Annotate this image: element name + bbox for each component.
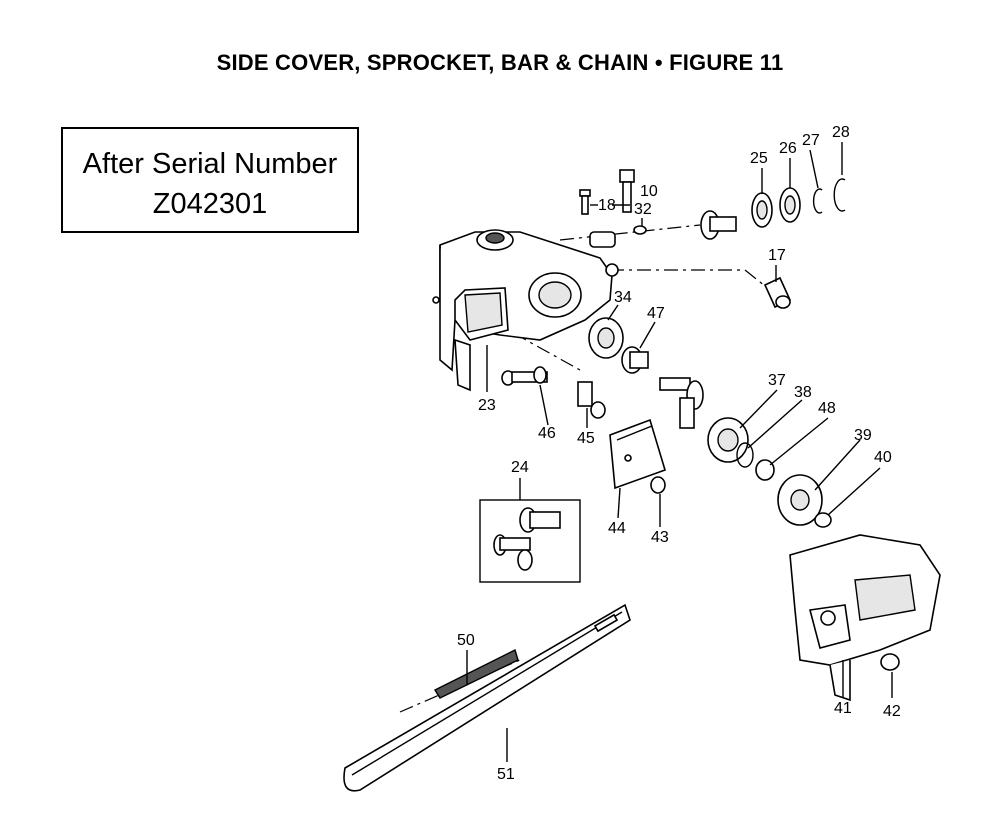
page-title: SIDE COVER, SPROCKET, BAR & CHAIN • FIGU… bbox=[216, 50, 784, 75]
leader-27 bbox=[809, 149, 819, 189]
snap-ring-27 bbox=[812, 188, 823, 214]
callout-26: 26 bbox=[779, 140, 797, 157]
serial-number-box: After Serial Number Z042301 bbox=[61, 127, 359, 233]
callout-51: 51 bbox=[497, 766, 515, 783]
nut-42 bbox=[880, 653, 900, 671]
callout-18: 18 bbox=[598, 197, 616, 214]
bar-plate-44 bbox=[609, 418, 666, 490]
leader-38 bbox=[747, 399, 803, 449]
callout-39: 39 bbox=[854, 427, 872, 444]
callout-38: 38 bbox=[794, 384, 812, 401]
kit-24-box bbox=[479, 499, 581, 583]
nut-43 bbox=[650, 476, 666, 494]
callout-46: 46 bbox=[538, 425, 556, 442]
side-cover-41 bbox=[789, 534, 941, 702]
callout-41: 41 bbox=[834, 700, 852, 717]
callout-25: 25 bbox=[750, 150, 768, 167]
leader-44 bbox=[617, 487, 621, 519]
drive-shaft-upper bbox=[700, 210, 737, 240]
callout-37: 37 bbox=[768, 372, 786, 389]
bushing-47 bbox=[621, 346, 649, 374]
leader-37 bbox=[739, 389, 778, 429]
callout-10: 10 bbox=[640, 183, 658, 200]
callout-40: 40 bbox=[874, 449, 892, 466]
callout-27: 27 bbox=[802, 132, 820, 149]
leader-48 bbox=[769, 417, 829, 466]
axis-line-lower bbox=[489, 319, 581, 371]
bearing-34 bbox=[588, 317, 624, 359]
sprocket-39 bbox=[777, 474, 823, 526]
callout-23: 23 bbox=[478, 397, 496, 414]
leader-46 bbox=[539, 384, 549, 426]
callout-45: 45 bbox=[577, 430, 595, 447]
bearing-26 bbox=[779, 187, 801, 223]
washer-32 bbox=[633, 225, 647, 235]
leader-40 bbox=[827, 467, 881, 516]
guide-bar-51 bbox=[343, 603, 631, 792]
callout-44: 44 bbox=[608, 520, 626, 537]
clutch-drum-37 bbox=[707, 417, 749, 463]
ring-38 bbox=[736, 442, 754, 468]
callout-34: 34 bbox=[614, 289, 632, 306]
leader-34 bbox=[607, 304, 619, 321]
saw-chain-50 bbox=[433, 649, 519, 699]
callout-32: 32 bbox=[634, 201, 652, 218]
callout-47: 47 bbox=[647, 305, 665, 322]
axis-line-upper bbox=[559, 224, 701, 241]
pin-45 bbox=[577, 381, 606, 419]
callout-43: 43 bbox=[651, 529, 669, 546]
callout-48: 48 bbox=[818, 400, 836, 417]
bolt-10 bbox=[619, 169, 635, 213]
axis-line-17 bbox=[610, 269, 771, 291]
bolt-18 bbox=[579, 189, 591, 215]
bolt-17 bbox=[763, 276, 792, 309]
bearing-25 bbox=[751, 192, 773, 228]
callout-42: 42 bbox=[883, 703, 901, 720]
snap-ring-28 bbox=[833, 178, 846, 212]
sprocket-shaft bbox=[659, 377, 704, 429]
leader-47 bbox=[639, 321, 656, 349]
callout-24: 24 bbox=[511, 459, 529, 476]
bolt-46 bbox=[501, 366, 548, 386]
callout-28: 28 bbox=[832, 124, 850, 141]
bushing-48 bbox=[755, 459, 775, 481]
serial-box-line1: After Serial Number bbox=[82, 148, 338, 180]
callout-50: 50 bbox=[457, 632, 475, 649]
gear-case-housing bbox=[432, 229, 619, 392]
leader-39 bbox=[814, 439, 861, 491]
serial-box-line2: Z042301 bbox=[152, 188, 268, 220]
callout-17: 17 bbox=[768, 247, 786, 264]
nut-40 bbox=[814, 512, 832, 528]
